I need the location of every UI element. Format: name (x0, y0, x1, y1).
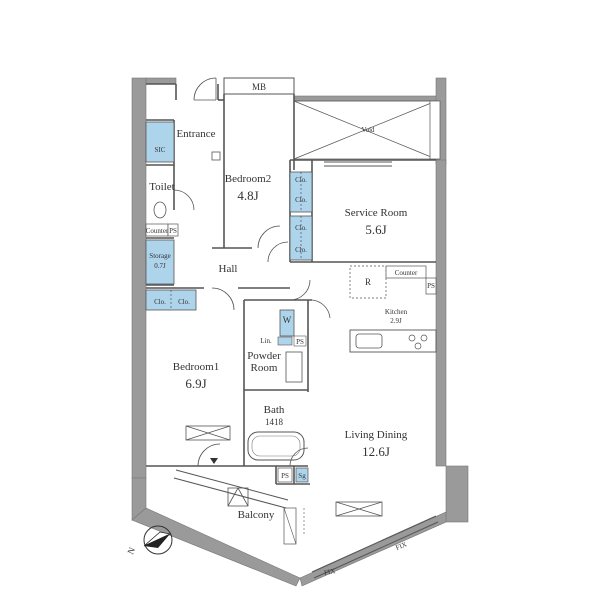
clo-label-6: Clo. (178, 298, 190, 306)
balcony-ps-label: PS (281, 472, 289, 480)
balcony-storage (283, 507, 297, 545)
sic-closet (145, 121, 175, 163)
outer-walls (131, 77, 469, 587)
kitchen-counter (349, 329, 437, 353)
storage-size: 0.7J (154, 262, 166, 270)
bathtub-icon (247, 431, 305, 461)
clo-label-4: Clo. (295, 246, 307, 254)
service-room-size: 5.6J (365, 222, 386, 237)
kitchen-size: 2.9J (390, 317, 402, 325)
toilet-bowl-icon (153, 201, 167, 219)
fix-label-1: FIX (323, 567, 335, 577)
living-dining: Living Dining 12.6J (335, 429, 408, 517)
balcony-label: Balcony (238, 509, 275, 521)
powder-label-2: Room (251, 362, 278, 374)
entrance-area: Entrance SIC Toilet Counter PS Storage 0… (145, 128, 221, 270)
door-swings (173, 77, 331, 467)
hall-label: Hall (219, 263, 238, 275)
windows (173, 161, 439, 579)
fix-label-2: FIX (395, 540, 408, 552)
stove-icon (408, 334, 428, 350)
linen-label: Lin. (260, 337, 272, 345)
interior-walls (146, 83, 436, 485)
powder-room: W Lin. PS Powder Room (247, 315, 307, 383)
shoe-box-icon (211, 151, 221, 161)
sic-label: SIC (155, 146, 166, 154)
living-dining-size: 12.6J (362, 444, 390, 459)
service-room-label: Service Room (345, 207, 408, 219)
kitchen-ps-label: PS (427, 282, 435, 290)
toilet-label: Toilet (149, 181, 175, 193)
bath-label: Bath (264, 404, 285, 416)
bedroom2: Bedroom2 4.8J Clo. Clo. (225, 173, 307, 204)
window-marker-icon (210, 458, 218, 464)
toilet-ps-label: PS (169, 227, 177, 235)
refrigerator-label: R (365, 277, 371, 287)
meter-box: MB (223, 77, 295, 95)
powder-label-1: Powder (247, 350, 281, 362)
bath: Bath 1418 (247, 404, 305, 461)
storage-closet (145, 239, 175, 285)
clo-label-3: Clo. (295, 224, 307, 232)
storage-label: Storage (149, 252, 170, 260)
sink-icon (355, 333, 383, 349)
north-compass-icon: N (125, 525, 173, 556)
living-aircon-icon (335, 501, 383, 517)
kitchen-label: Kitchen (385, 308, 408, 316)
balcony-utility: PS Sg (277, 467, 309, 483)
kitchen-counter-label: Counter (395, 269, 418, 277)
void-label: Void (361, 126, 375, 134)
bedroom2-label: Bedroom2 (225, 173, 271, 185)
service-room: Service Room 5.6J Clo. Clo. (295, 207, 408, 254)
clo-label-1: Clo. (295, 176, 307, 184)
bedroom1: Clo. Clo. Bedroom1 6.9J (154, 298, 231, 464)
kitchen: R Counter PS Kitchen 2.9J (349, 265, 437, 353)
clo-label-5: Clo. (154, 298, 166, 306)
bedroom1-label: Bedroom1 (173, 361, 219, 373)
north-label: N (125, 545, 137, 556)
washer-space (279, 309, 295, 337)
toilet-counter-label: Counter (146, 227, 169, 235)
sg-label: Sg (298, 472, 306, 480)
living-dining-label: Living Dining (345, 429, 408, 441)
void-area: Void (293, 100, 441, 160)
closet-dividers (170, 172, 302, 310)
bedroom2-size: 4.8J (237, 188, 258, 203)
powder-ps-label: PS (296, 338, 304, 346)
mb-label: MB (252, 82, 266, 92)
vanity-icon (285, 351, 303, 383)
washer-label: W (283, 315, 292, 325)
bedroom1-size: 6.9J (185, 376, 206, 391)
balcony: Balcony FIX FIX (227, 487, 408, 577)
aircon-icon (185, 425, 231, 441)
bath-size: 1418 (265, 417, 284, 427)
entrance-label: Entrance (176, 128, 215, 140)
clo-label-2: Clo. (295, 196, 307, 204)
outdoor-unit-icon (227, 487, 249, 507)
